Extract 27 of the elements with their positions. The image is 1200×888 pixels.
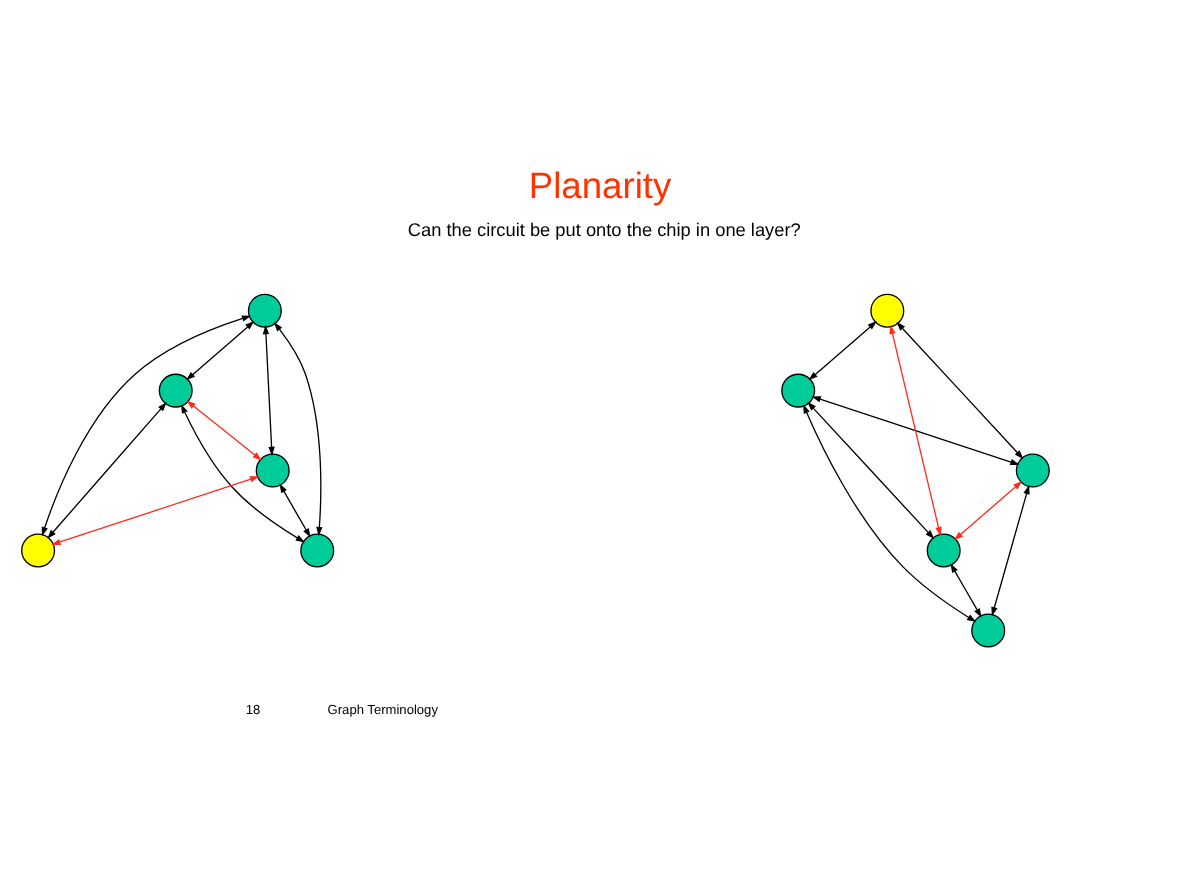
node-circle [300, 532, 335, 567]
arrow [47, 401, 167, 538]
arrow [889, 323, 942, 536]
label: Can the circuit be put onto the chip in one layer? [407, 218, 801, 239]
arrow [950, 562, 982, 617]
arrow [896, 320, 1024, 459]
diagram-title: Planarity [528, 162, 672, 205]
node-circle [158, 372, 193, 407]
arrow [186, 399, 262, 460]
arrow [803, 403, 977, 622]
arrow [279, 482, 311, 537]
arrow [808, 320, 877, 380]
arrow [262, 324, 275, 455]
arrow [807, 400, 935, 538]
node-circle [21, 532, 56, 567]
arrow [274, 321, 323, 536]
arrow [51, 475, 260, 544]
node-circle [926, 532, 961, 567]
node-circle [971, 612, 1006, 647]
arrow [954, 480, 1023, 540]
arrow [811, 395, 1020, 465]
arrow [181, 403, 305, 542]
node-circle [255, 452, 290, 487]
arrow [186, 320, 255, 380]
arrow [991, 484, 1030, 616]
node-circle [870, 292, 905, 327]
arrow [41, 314, 252, 536]
